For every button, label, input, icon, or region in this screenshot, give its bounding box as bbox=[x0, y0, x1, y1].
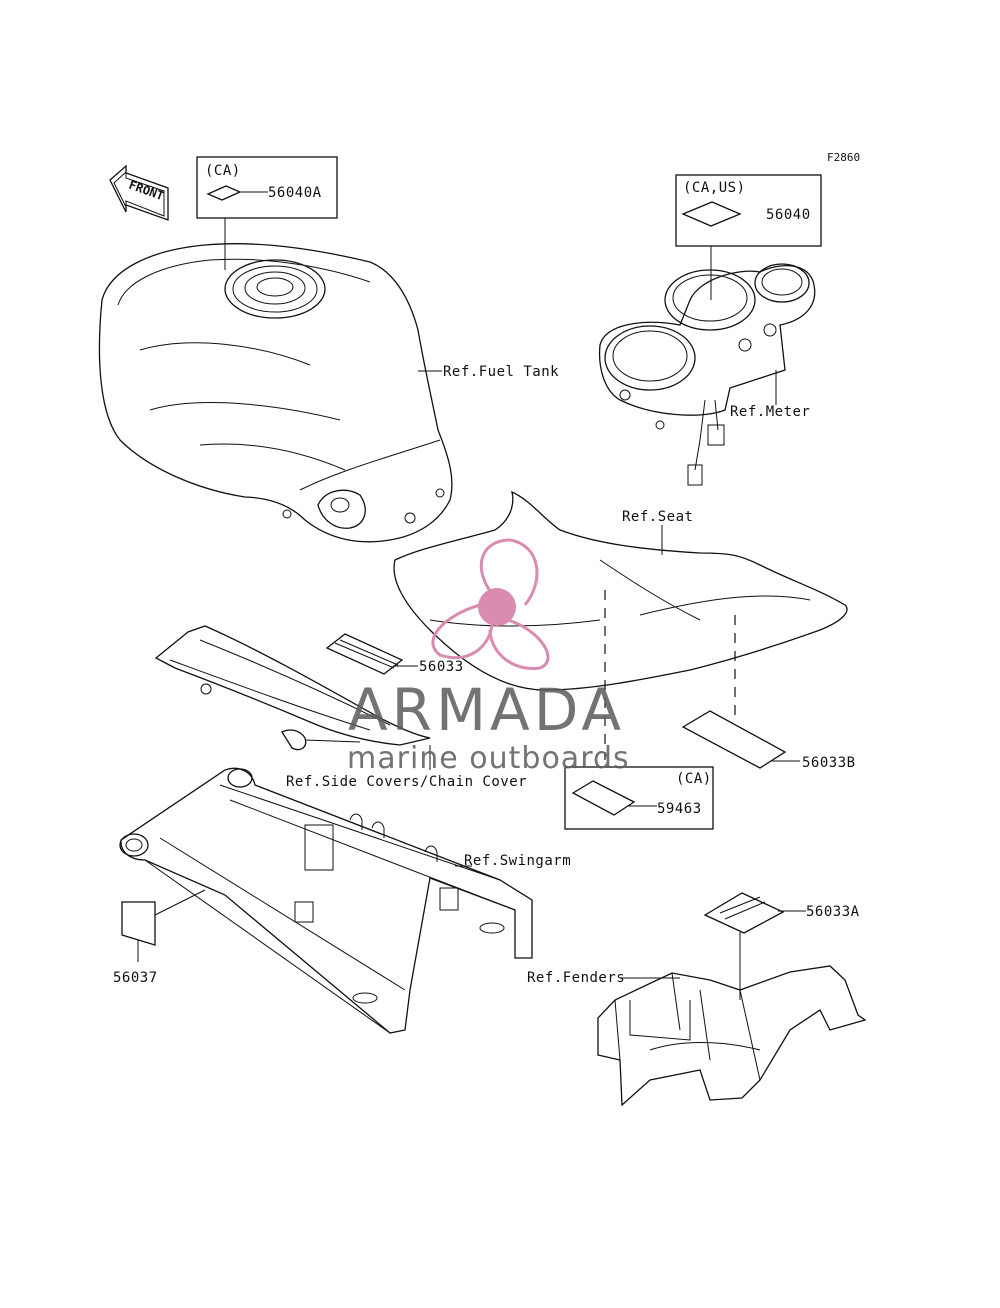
part-56033b: 56033B bbox=[802, 755, 856, 771]
propeller-logo-icon bbox=[431, 538, 550, 670]
decal-56033a-icon bbox=[703, 892, 785, 934]
decal-56040-icon bbox=[681, 201, 742, 227]
ref-swingarm: Ref.Swingarm bbox=[464, 853, 571, 869]
box-59463-part: 59463 bbox=[657, 801, 702, 817]
decal-56033b-icon bbox=[681, 710, 787, 769]
swingarm-illustration: Ref.Swingarm 56037 bbox=[113, 767, 571, 1034]
ref-side-covers: Ref.Side Covers/Chain Cover bbox=[286, 774, 527, 790]
ref-seat: Ref.Seat bbox=[622, 509, 693, 525]
box-56040a-region: (CA) bbox=[205, 163, 241, 179]
watermark-tagline: marine outboards bbox=[347, 741, 630, 776]
label-box-56040: (CA,US) 56040 bbox=[675, 174, 822, 300]
part-56033a: 56033A bbox=[806, 904, 860, 920]
side-cover-illustration: 56033 Ref.Side Covers/Chain Cover bbox=[154, 625, 527, 790]
meter-cluster-illustration: Ref.Meter bbox=[598, 263, 816, 486]
box-59463-region: (CA) bbox=[676, 771, 712, 787]
front-arrow-icon: FRONT bbox=[109, 164, 169, 221]
fenders-illustration: 56033A Ref.Fenders bbox=[527, 892, 867, 1107]
decal-56033b: 56033B bbox=[681, 710, 856, 771]
ref-fuel-tank: Ref.Fuel Tank bbox=[443, 364, 559, 380]
figure-code: F2860 bbox=[827, 151, 860, 164]
decal-56040a-icon bbox=[206, 185, 242, 201]
label-box-56040a: (CA) 56040A bbox=[196, 156, 338, 270]
box-56040a-part: 56040A bbox=[268, 185, 322, 201]
seat-illustration: Ref.Seat bbox=[393, 490, 848, 760]
fuel-tank-illustration: Ref.Fuel Tank bbox=[98, 243, 559, 543]
decal-56037-icon bbox=[121, 901, 156, 946]
part-56037: 56037 bbox=[113, 970, 158, 986]
watermark: ARMADA marine outboards bbox=[347, 538, 630, 776]
box-56040-region: (CA,US) bbox=[683, 180, 746, 196]
decal-59463-icon bbox=[571, 780, 636, 816]
box-56040-part: 56040 bbox=[766, 207, 811, 223]
label-box-59463: (CA) 59463 bbox=[564, 766, 714, 830]
watermark-brand: ARMADA bbox=[348, 676, 625, 744]
ref-fenders: Ref.Fenders bbox=[527, 970, 625, 986]
decal-56033-icon bbox=[325, 633, 404, 675]
front-arrow-label: FRONT bbox=[127, 178, 166, 204]
part-56033: 56033 bbox=[419, 659, 464, 675]
ref-meter: Ref.Meter bbox=[730, 404, 810, 420]
